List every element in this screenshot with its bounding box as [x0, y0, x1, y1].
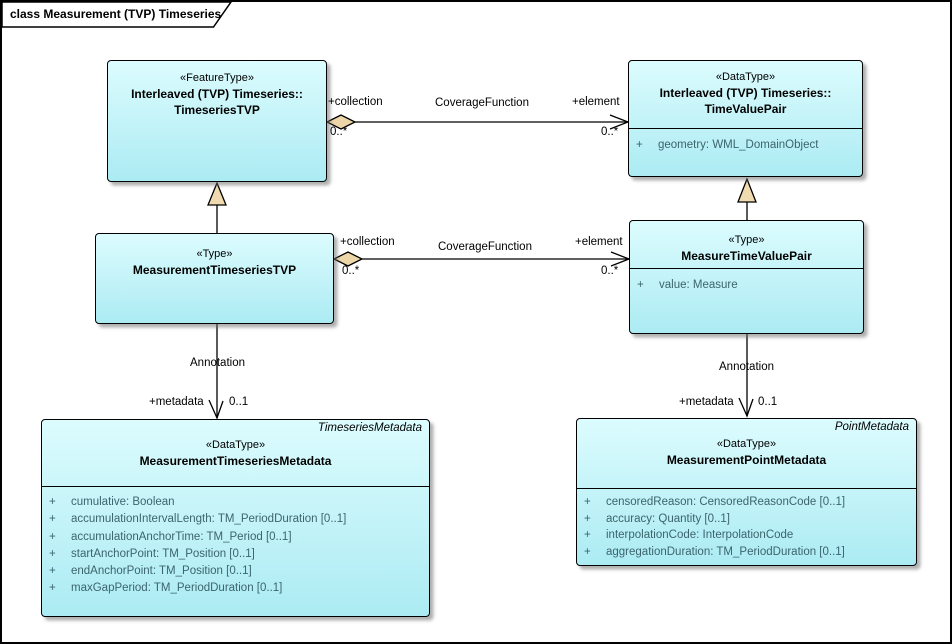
connector-name-label: Annotation — [719, 361, 774, 373]
class-name: MeasurementTimeseriesMetadata — [139, 454, 332, 468]
attribute-row: + accumulationIntervalLength: TM_PeriodD… — [42, 511, 429, 528]
boundary-tag-label: PointMetadata — [834, 421, 909, 433]
annotation-left[interactable] — [208, 324, 224, 420]
role-label: +collection — [340, 236, 395, 248]
attribute-text: endAnchorPoint: TM_Position [0..1] — [71, 565, 252, 578]
aggregation-diamond-icon — [325, 114, 357, 130]
stereotype-label: «DataType» — [205, 439, 266, 451]
attribute-row: + accumulationAnchorTime: TM_Period [0..… — [42, 529, 429, 546]
multiplicity-label: 0..* — [330, 126, 348, 138]
visibility-label: + — [49, 582, 56, 595]
attribute-text: accumulationAnchorTime: TM_Period [0..1] — [71, 530, 292, 543]
attribute-row: + aggregationDuration: TM_PeriodDuration… — [577, 544, 916, 561]
attribute-row: + geometry: WML_DomainObject — [629, 137, 862, 154]
class-measurementpointmetadata[interactable]: PointMetadata «DataType» MeasurementPoin… — [576, 418, 917, 566]
visibility-label: + — [637, 279, 644, 291]
class-name: TimeseriesTVP — [174, 103, 260, 117]
attribute-row: + accuracy: Quantity [0..1] — [577, 511, 916, 528]
visibility-label: + — [49, 530, 56, 543]
attribute-row: + value: Measure — [630, 277, 863, 294]
class-measuretimevaluepair[interactable]: «Type» MeasureTimeValuePair + value: Mea… — [629, 220, 864, 334]
diagram-frame-tab — [2, 2, 232, 28]
class-name: Interleaved (TVP) Timeseries:: — [131, 87, 303, 101]
role-label: +metadata — [679, 396, 734, 408]
attribute-row: + startAnchorPoint: TM_Position [0..1] — [42, 546, 429, 563]
attribute-text: cumulative: Boolean — [71, 496, 175, 508]
attribute-text: geometry: WML_DomainObject — [658, 139, 819, 151]
class-name: MeasureTimeValuePair — [681, 249, 812, 263]
visibility-label: + — [49, 496, 56, 508]
attribute-row: + maxGapPeriod: TM_PeriodDuration [0..1] — [42, 580, 429, 597]
role-label: +collection — [328, 96, 383, 108]
open-arrow-icon — [738, 397, 754, 418]
visibility-label: + — [584, 512, 591, 525]
multiplicity-label: 0..1 — [758, 396, 778, 408]
annotation-right[interactable] — [738, 334, 754, 418]
generalization-left[interactable] — [207, 181, 227, 233]
connector-name-label: CoverageFunction — [435, 97, 529, 109]
attribute-text: aggregationDuration: TM_PeriodDuration [… — [606, 545, 845, 558]
visibility-label: + — [49, 547, 56, 560]
class-name: Interleaved (TVP) Timeseries:: — [659, 86, 832, 100]
stereotype-label: «Type» — [196, 248, 233, 260]
class-name: MeasurementPointMetadata — [666, 453, 827, 467]
class-timeseriestvp[interactable]: «FeatureType» Interleaved (TVP) Timeseri… — [107, 60, 327, 182]
association-coveragefunction-middle[interactable] — [332, 251, 631, 267]
role-label: +element — [572, 96, 620, 108]
visibility-label: + — [584, 496, 591, 508]
class-measurementtimeseriestvp[interactable]: «Type» MeasurementTimeseriesTVP — [95, 233, 334, 324]
role-label: +metadata — [149, 396, 204, 408]
visibility-label: + — [49, 565, 56, 578]
stereotype-label: «Type» — [728, 234, 765, 246]
stereotype-label: «DataType» — [716, 438, 777, 450]
class-name: MeasurementTimeseriesTVP — [132, 263, 297, 277]
attribute-text: startAnchorPoint: TM_Position [0..1] — [71, 547, 255, 560]
class-name: TimeValuePair — [704, 102, 787, 116]
attribute-text: accumulationIntervalLength: TM_PeriodDur… — [71, 513, 347, 526]
generalization-triangle-icon — [207, 181, 227, 206]
stereotype-label: «DataType» — [715, 71, 776, 83]
connector-name-label: CoverageFunction — [438, 241, 532, 253]
multiplicity-label: 0..1 — [229, 396, 249, 408]
attribute-text: interpolationCode: InterpolationCode — [606, 529, 794, 542]
multiplicity-label: 0..* — [601, 265, 619, 277]
association-coveragefunction-top[interactable] — [325, 114, 630, 130]
generalization-right[interactable] — [737, 177, 757, 220]
attribute-text: value: Measure — [659, 279, 738, 291]
class-measurementtimeseriesmetadata[interactable]: TimeseriesMetadata «DataType» Measuremen… — [41, 419, 430, 617]
visibility-label: + — [584, 545, 591, 558]
multiplicity-label: 0..* — [342, 265, 360, 277]
attribute-row: + cumulative: Boolean — [42, 494, 429, 511]
connector-name-label: Annotation — [190, 357, 245, 369]
stereotype-label: «FeatureType» — [180, 72, 254, 84]
visibility-label: + — [636, 139, 643, 151]
attribute-text: maxGapPeriod: TM_PeriodDuration [0..1] — [71, 582, 283, 595]
visibility-label: + — [49, 513, 56, 526]
role-label: +element — [575, 236, 623, 248]
aggregation-diamond-icon — [332, 251, 364, 267]
multiplicity-label: 0..* — [601, 126, 619, 138]
boundary-tag-label: TimeseriesMetadata — [317, 422, 422, 434]
visibility-label: + — [584, 529, 591, 542]
generalization-triangle-icon — [737, 177, 757, 203]
diagram-title: class Measurement (TVP) Timeseries — [10, 7, 222, 21]
attribute-text: censoredReason: CensoredReasonCode [0..1… — [606, 496, 846, 508]
attribute-row: + censoredReason: CensoredReasonCode [0.… — [577, 494, 916, 511]
open-arrow-icon — [208, 399, 224, 420]
attribute-row: + interpolationCode: InterpolationCode — [577, 527, 916, 544]
class-timevaluepair[interactable]: «DataType» Interleaved (TVP) Timeseries:… — [628, 60, 863, 177]
attribute-text: accuracy: Quantity [0..1] — [606, 512, 731, 525]
attribute-row: + endAnchorPoint: TM_Position [0..1] — [42, 563, 429, 580]
